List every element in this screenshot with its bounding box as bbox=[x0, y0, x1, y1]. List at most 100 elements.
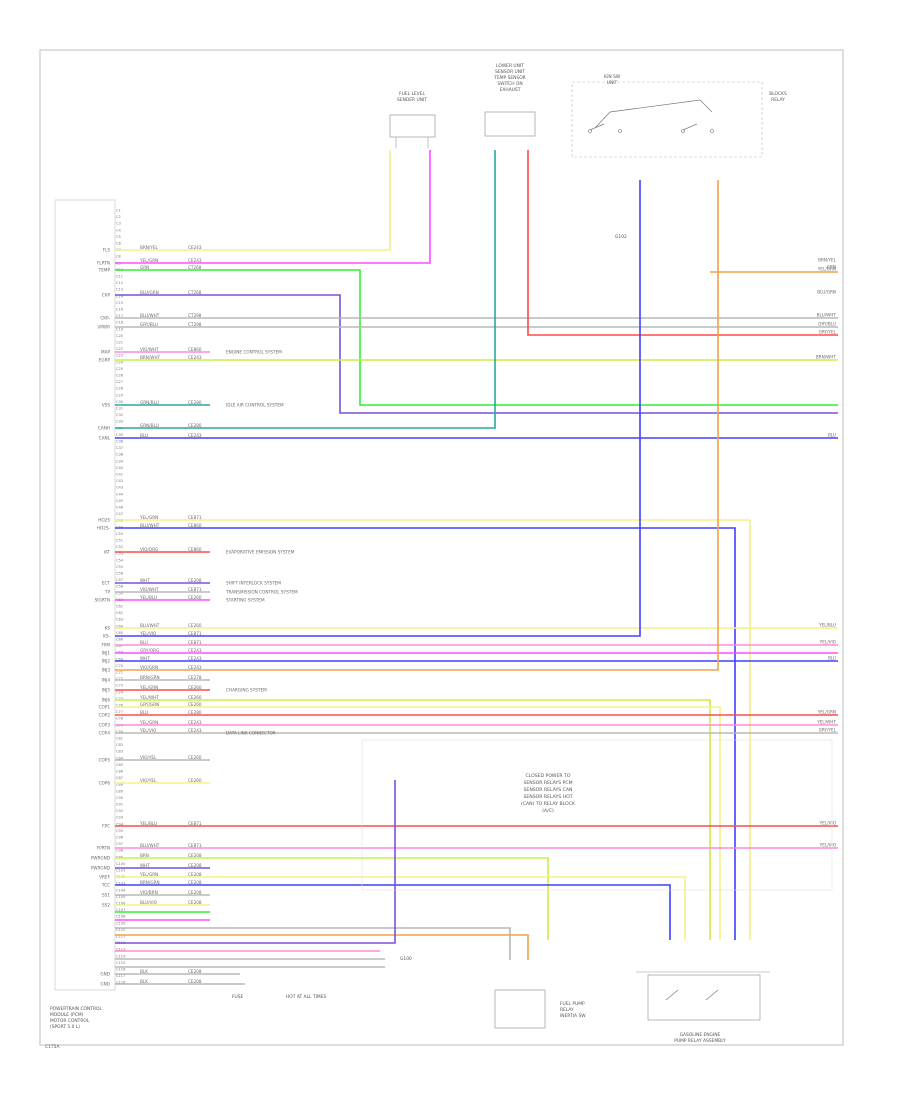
wire-row-name: IAT bbox=[104, 550, 111, 555]
connector-pin: C54 bbox=[116, 558, 124, 562]
wire-row-color: YEL/GRN bbox=[139, 685, 158, 690]
connector-pin: C91 bbox=[116, 803, 123, 807]
wire-row-name: FPC bbox=[102, 824, 110, 829]
connector-pin: C29 bbox=[116, 393, 124, 397]
connector-pin: C6 bbox=[116, 242, 122, 246]
wire-row-name: VSS bbox=[102, 403, 111, 408]
fuel-level-sender-line1: FUEL LEVEL bbox=[399, 91, 425, 97]
wire-row-name: GND bbox=[100, 982, 110, 987]
connector-pin: C50 bbox=[116, 532, 124, 536]
connector-pin: C40 bbox=[116, 466, 124, 470]
connector-pin: C94 bbox=[116, 822, 124, 826]
wire-row-number: CE208 bbox=[188, 969, 202, 974]
connector-pin: C32 bbox=[116, 413, 123, 417]
wire-row-name: CANL bbox=[99, 436, 111, 441]
connector-pin: C43 bbox=[116, 486, 123, 490]
connector-pin: C5 bbox=[116, 235, 121, 239]
wire-row-number: CE260 bbox=[188, 702, 202, 707]
wire bbox=[115, 857, 549, 940]
wire-right-label: BLU bbox=[828, 433, 836, 438]
wire-row-number: CE208 bbox=[188, 853, 202, 858]
wire bbox=[115, 706, 721, 940]
connector-pin: C74 bbox=[116, 690, 124, 694]
wire-right-label: BLU/GRN bbox=[817, 290, 836, 295]
pcm-title-line3: MOTOR CONTROL bbox=[50, 1018, 90, 1024]
body-note-line6: (A/C) bbox=[542, 808, 554, 814]
connector-pin: C93 bbox=[116, 816, 123, 820]
fuel-pump-relay-line1: FUEL PUMP bbox=[560, 1001, 585, 1007]
connector-pin: C63 bbox=[116, 618, 123, 622]
wire-row-number: CE871 bbox=[188, 843, 202, 848]
connector-pin: C72 bbox=[116, 677, 123, 681]
wire-row-number: CE243 bbox=[188, 656, 202, 661]
connector-pin: C85 bbox=[116, 763, 123, 767]
pcm-title: POWERTRAIN CONTROL MODULE (PCM) MOTOR CO… bbox=[50, 1006, 102, 1030]
wire-row-number: CE243 bbox=[188, 665, 202, 670]
connector-pin: C114 bbox=[116, 954, 126, 958]
wire-row-color: YEL/VIO bbox=[139, 631, 157, 636]
connector-pin: C23 bbox=[116, 354, 123, 358]
wire-row-color: BRN/WHT bbox=[140, 355, 161, 360]
lower-unit-sensor-line1: LOWER UNIT bbox=[496, 63, 524, 69]
wire bbox=[115, 780, 396, 944]
wire-row-color: GRY/BLU bbox=[140, 322, 158, 327]
wire-row-number: CE278 bbox=[188, 675, 202, 680]
wire-row-color: BLU bbox=[140, 640, 148, 645]
wire-row-name: FLRTN bbox=[97, 261, 110, 266]
wire-row-name: EGRP bbox=[99, 358, 111, 363]
connector-pin: C75 bbox=[116, 697, 123, 701]
ref-note: TRANSMISSION CONTROL SYSTEM bbox=[225, 590, 298, 595]
connector-pin: C83 bbox=[116, 750, 123, 754]
wire-row-color: BLU/GRN bbox=[140, 290, 159, 295]
wire-right-label: GRN bbox=[827, 265, 836, 270]
connector-pin: C62 bbox=[116, 611, 123, 615]
connector-pin: C58 bbox=[116, 585, 124, 589]
connector-pin: C104 bbox=[116, 888, 126, 892]
connector-pin: C116 bbox=[116, 968, 126, 972]
connector-pin: C109 bbox=[116, 921, 126, 925]
connector-pin: C57 bbox=[116, 578, 123, 582]
connector-pin: C20 bbox=[116, 334, 124, 338]
connector-pin: C3 bbox=[116, 222, 121, 226]
connector-pin: C67 bbox=[116, 644, 123, 648]
wire-row-color: WHT bbox=[140, 863, 150, 868]
wire-row-name: INJ3 bbox=[102, 668, 111, 673]
wire bbox=[115, 519, 751, 940]
wire-row-color: GRN bbox=[140, 265, 149, 270]
wire-row-number: CE260 bbox=[188, 695, 202, 700]
wire-row-color: YEL/WHT bbox=[139, 695, 159, 700]
wire-right-label: BLU/WHT bbox=[817, 313, 837, 318]
wire-row-color: BLU/WHT bbox=[140, 523, 160, 528]
connector-pin: C106 bbox=[116, 902, 126, 906]
wire-row-number: CE208 bbox=[188, 979, 202, 984]
wire-row-number: CE208 bbox=[188, 880, 202, 885]
wire-right-label: YEL/GRN bbox=[817, 267, 836, 272]
wire bbox=[115, 934, 529, 960]
connector-pin: C100 bbox=[116, 862, 126, 866]
connector-pin: C26 bbox=[116, 374, 124, 378]
wire-row-number: CE243 bbox=[188, 728, 202, 733]
connector-pin: C15 bbox=[116, 301, 123, 305]
wire-row-name: SS2 bbox=[102, 903, 110, 908]
wire-row-name: CKP- bbox=[100, 316, 110, 321]
fuel-pump-relay: FUEL PUMP RELAY INERTIA SW bbox=[494, 989, 586, 1029]
wire-row-color: BLU/VIO bbox=[140, 900, 158, 905]
wire-row-color: YEL/GRN bbox=[139, 720, 158, 725]
wire-row-number: CT268 bbox=[188, 290, 202, 295]
lower-unit-sensor: LOWER UNIT SENSOR UNIT TEMP SENSOR SWITC… bbox=[484, 63, 536, 137]
wire-row-color: GRN/BLU bbox=[140, 400, 159, 405]
connector-pin: C12 bbox=[116, 281, 123, 285]
body-note-line5: (CAN) TO RELAY BLOCK bbox=[521, 801, 576, 807]
connector-pin: C111 bbox=[116, 935, 125, 939]
pcm-title-line4: (SPORT 5.0 L) bbox=[50, 1024, 80, 1030]
wire bbox=[115, 150, 431, 264]
wire-row-color: BRN/GRN bbox=[140, 880, 160, 885]
fuel-pump-relay-line3: INERTIA SW bbox=[560, 1013, 586, 1019]
wire-row-color: YEL/GRN bbox=[139, 258, 158, 263]
wire-right-label: YEL/VIO bbox=[819, 843, 837, 848]
wire bbox=[115, 180, 719, 671]
connector-pin: C24 bbox=[116, 360, 124, 364]
wire-row-number: CT298 bbox=[188, 322, 202, 327]
connector-pin: C115 bbox=[116, 961, 125, 965]
